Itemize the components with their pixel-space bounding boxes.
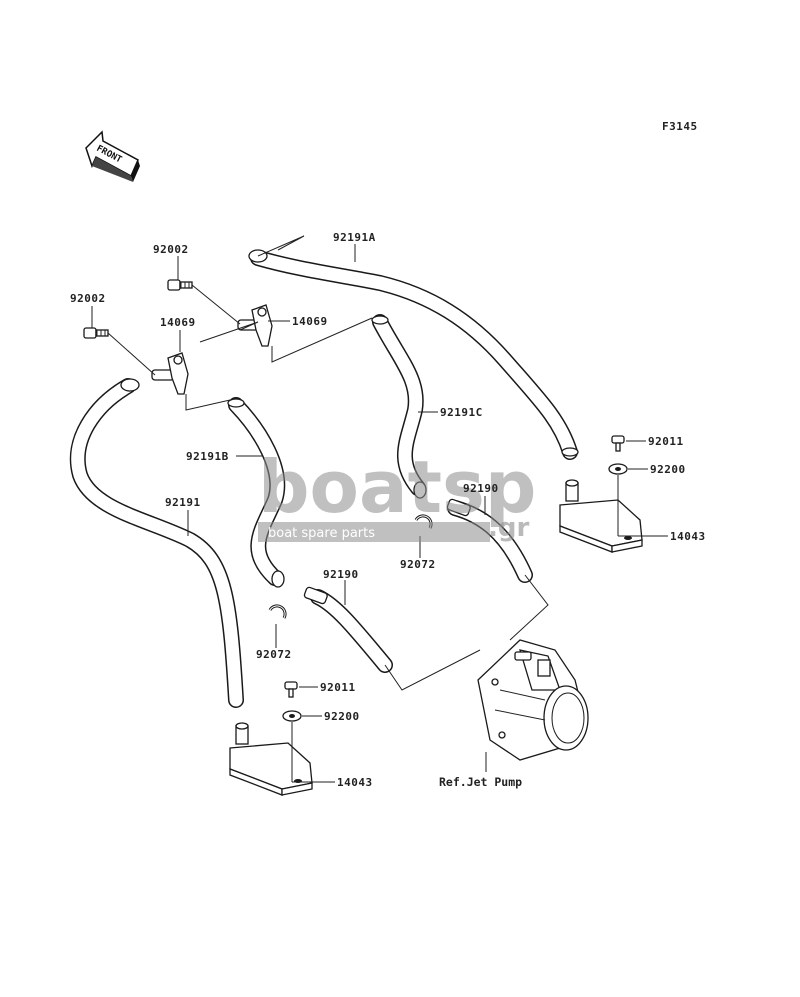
label-92011-right: 92011 [648,435,684,448]
bracket-14043-left [229,722,313,796]
bolt-92002-upper [167,279,193,291]
watermark-brand: boatsp [258,445,536,529]
label-92191c: 92191C [440,406,483,419]
label-92011-left: 92011 [320,681,356,694]
clamp-92072-left [268,604,287,619]
label-92190-right: 92190 [463,482,499,495]
label-92200-right: 92200 [650,463,686,476]
label-92191a: 92191A [333,231,376,244]
label-92191: 92191 [165,496,201,509]
label-14043-right: 14043 [670,530,706,543]
label-92072-left: 92072 [256,648,292,661]
hose-92191 [69,378,244,708]
label-ref-jet-pump: Ref.Jet Pump [439,775,522,789]
leader-lines [91,235,668,783]
hose-92191b [227,397,286,588]
fitting-14069-right [237,304,273,347]
label-92200-left: 92200 [324,710,360,723]
watermark: boatsp .gr boat spare parts [258,445,536,543]
label-92002-lower: 92002 [70,292,106,305]
screw-92011-right [611,435,625,452]
hose-92191a [248,249,579,460]
hose-92191c [371,314,427,499]
label-14043-left: 14043 [337,776,373,789]
label-14069-right: 14069 [292,315,328,328]
bolt-92002-lower [83,327,109,339]
fitting-14069-left [151,352,189,395]
jet-pump-housing [477,639,589,761]
callout-labels: 92191A 92002 92002 14069 14069 92191C 92… [70,231,706,789]
front-arrow-icon: FRONT [85,130,140,182]
label-14069-left: 14069 [160,316,196,329]
washer-92200-right [608,463,628,475]
hose-92190-left [303,586,393,673]
bracket-14043-right [559,479,643,553]
hose-92190-right [446,498,533,583]
watermark-suffix: .gr [488,513,529,543]
screw-92011-left [284,681,298,698]
washer-92200-left [282,710,302,722]
label-92191b: 92191B [186,450,229,463]
label-92002-upper: 92002 [153,243,189,256]
label-92072-right: 92072 [400,558,436,571]
label-92190-left: 92190 [323,568,359,581]
watermark-tagline: boat spare parts [268,526,375,541]
figure-code: F3145 [662,120,698,133]
